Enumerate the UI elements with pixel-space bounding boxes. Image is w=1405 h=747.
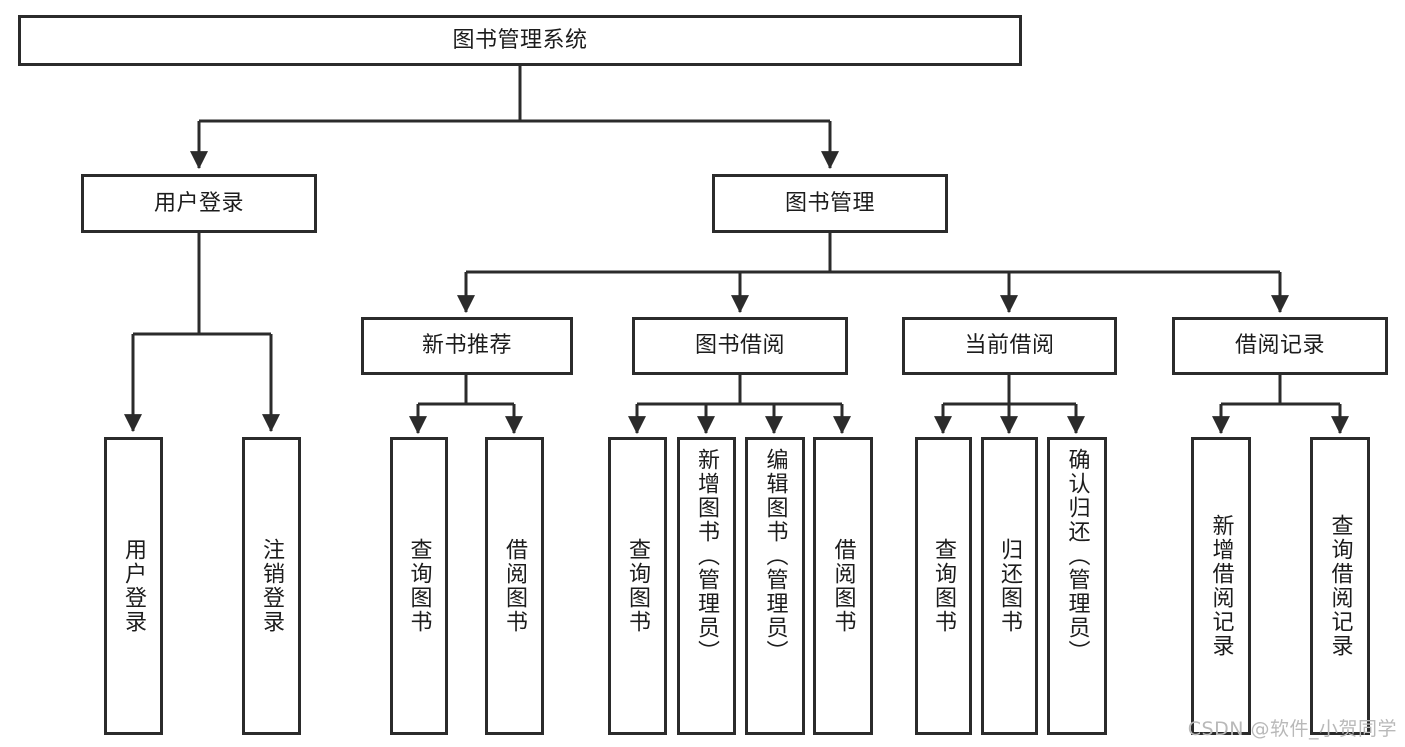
node-leaf-user-login-label: 用户登录 xyxy=(121,538,147,634)
csdn-watermark: CSDN @软件_小贺同学 xyxy=(1187,718,1397,740)
node-root-book-management-system[interactable]: 图书管理系统 xyxy=(18,15,1022,66)
node-user-login-label: 用户登录 xyxy=(153,190,244,216)
node-leaf-query-record[interactable]: 查询借阅记录 xyxy=(1310,437,1370,735)
node-leaf-add-record-label: 新增借阅记录 xyxy=(1208,514,1234,658)
node-leaf-add-record[interactable]: 新增借阅记录 xyxy=(1191,437,1251,735)
node-leaf-return-book-label: 归还图书 xyxy=(997,538,1023,634)
node-leaf-query-book-3-label: 查询图书 xyxy=(931,538,957,634)
node-leaf-query-book-3[interactable]: 查询图书 xyxy=(915,437,972,735)
node-leaf-query-book-1[interactable]: 查询图书 xyxy=(390,437,448,735)
node-new-book-recommend[interactable]: 新书推荐 xyxy=(361,317,573,375)
node-leaf-confirm-return[interactable]: 确认归还（管理员） xyxy=(1047,437,1107,735)
node-leaf-edit-book-label: 编辑图书（管理员） xyxy=(762,448,788,664)
node-leaf-add-book-label: 新增图书（管理员） xyxy=(694,448,720,664)
node-new-book-recommend-label: 新书推荐 xyxy=(421,333,512,359)
node-leaf-query-book-2[interactable]: 查询图书 xyxy=(608,437,667,735)
node-borrow-record[interactable]: 借阅记录 xyxy=(1172,317,1388,375)
node-root-label: 图书管理系统 xyxy=(452,27,588,53)
node-leaf-borrow-book-1-label: 借阅图书 xyxy=(502,538,528,634)
node-leaf-user-logout[interactable]: 注销登录 xyxy=(242,437,301,735)
node-book-borrow[interactable]: 图书借阅 xyxy=(632,317,848,375)
node-leaf-query-book-2-label: 查询图书 xyxy=(625,538,651,634)
node-book-manage-label: 图书管理 xyxy=(784,190,875,216)
node-leaf-add-book[interactable]: 新增图书（管理员） xyxy=(677,437,736,735)
node-leaf-user-login[interactable]: 用户登录 xyxy=(104,437,163,735)
node-book-manage[interactable]: 图书管理 xyxy=(712,174,948,233)
node-leaf-query-book-1-label: 查询图书 xyxy=(406,538,432,634)
node-current-borrow[interactable]: 当前借阅 xyxy=(902,317,1117,375)
node-leaf-query-record-label: 查询借阅记录 xyxy=(1327,514,1353,658)
node-leaf-edit-book[interactable]: 编辑图书（管理员） xyxy=(745,437,805,735)
node-leaf-borrow-book-2[interactable]: 借阅图书 xyxy=(813,437,873,735)
node-leaf-confirm-return-label: 确认归还（管理员） xyxy=(1064,448,1090,664)
node-borrow-record-label: 借阅记录 xyxy=(1234,333,1325,359)
node-leaf-user-logout-label: 注销登录 xyxy=(259,538,285,634)
node-leaf-return-book[interactable]: 归还图书 xyxy=(981,437,1038,735)
node-current-borrow-label: 当前借阅 xyxy=(964,333,1055,359)
node-leaf-borrow-book-2-label: 借阅图书 xyxy=(830,538,856,634)
node-user-login[interactable]: 用户登录 xyxy=(81,174,317,233)
node-book-borrow-label: 图书借阅 xyxy=(694,333,785,359)
node-leaf-borrow-book-1[interactable]: 借阅图书 xyxy=(485,437,544,735)
